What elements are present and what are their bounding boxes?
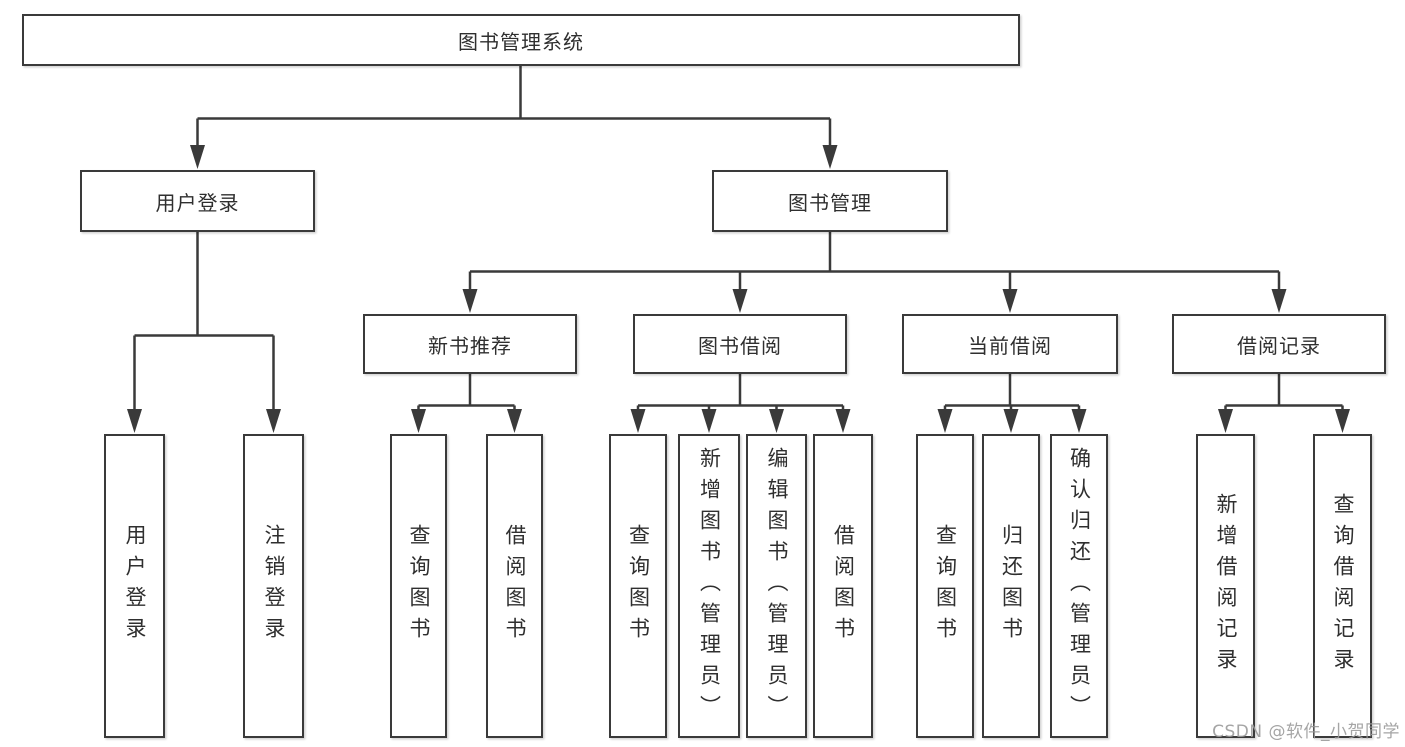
connector-currentborrow-to-leaves bbox=[943, 374, 1081, 412]
node-root-library-system: 图书管理系统 bbox=[22, 14, 1020, 66]
leaf-query-book-2: 查询图书 bbox=[609, 434, 667, 738]
arrowheads bbox=[127, 145, 1350, 433]
leaf-query-book-1: 查询图书 bbox=[390, 434, 447, 738]
leaf-borrow-book-1: 借阅图书 bbox=[486, 434, 543, 738]
connector-bookborrow-to-leaves bbox=[636, 374, 845, 412]
node-book-management: 图书管理 bbox=[712, 170, 948, 232]
leaf-return-book: 归还图书 bbox=[982, 434, 1040, 738]
leaf-edit-book-admin: 编辑图书（管理员） bbox=[746, 434, 807, 738]
connector-root-to-level2 bbox=[196, 66, 832, 147]
connector-borrowrecord-to-leaves bbox=[1224, 374, 1344, 412]
connector-userlogin-to-leaves bbox=[133, 232, 275, 412]
csdn-watermark: CSDN @软件_小贺同学 bbox=[1212, 722, 1400, 742]
leaf-query-borrow-record: 查询借阅记录 bbox=[1313, 434, 1372, 738]
connector-bookmgmt-to-level3 bbox=[468, 232, 1281, 292]
connector-newbook-to-leaves bbox=[417, 374, 516, 412]
leaf-add-borrow-record: 新增借阅记录 bbox=[1196, 434, 1255, 738]
node-borrow-record: 借阅记录 bbox=[1172, 314, 1386, 374]
node-new-book-recommend: 新书推荐 bbox=[363, 314, 577, 374]
node-user-login: 用户登录 bbox=[80, 170, 315, 232]
node-current-borrow: 当前借阅 bbox=[902, 314, 1118, 374]
leaf-user-login: 用户登录 bbox=[104, 434, 165, 738]
leaf-borrow-book-2: 借阅图书 bbox=[813, 434, 873, 738]
leaf-confirm-return-admin: 确认归还（管理员） bbox=[1050, 434, 1108, 738]
leaf-logout: 注销登录 bbox=[243, 434, 304, 738]
node-book-borrow: 图书借阅 bbox=[633, 314, 847, 374]
leaf-query-book-3: 查询图书 bbox=[916, 434, 974, 738]
leaf-add-book-admin: 新增图书（管理员） bbox=[678, 434, 740, 738]
